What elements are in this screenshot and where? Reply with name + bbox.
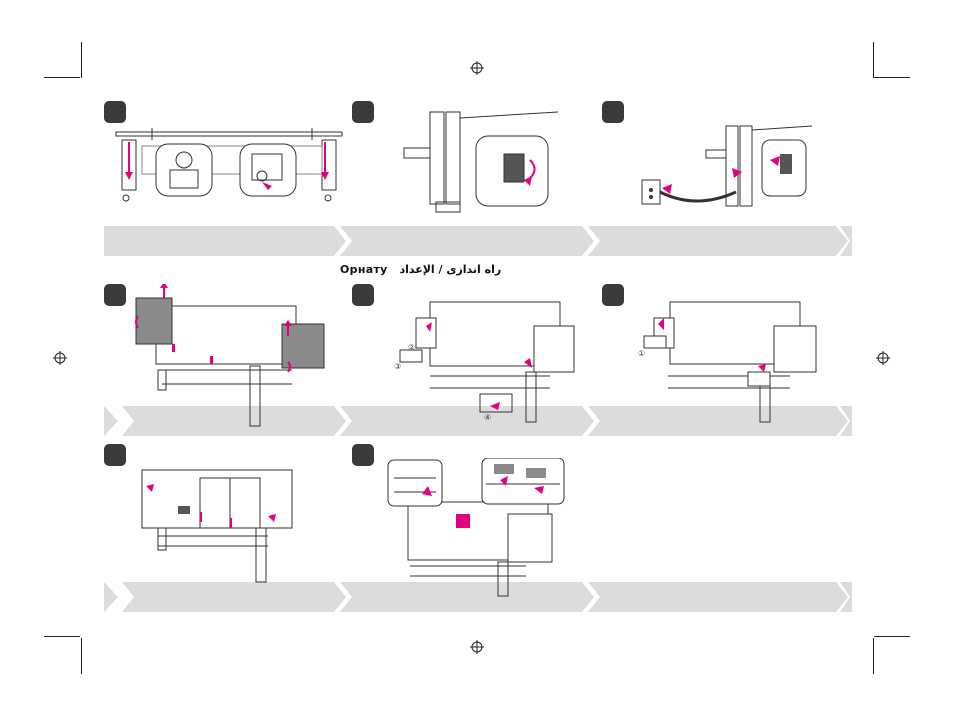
- registration-mark-right: [876, 351, 890, 365]
- step-4-illustration: [132, 284, 328, 432]
- step-badge-4: [104, 284, 126, 306]
- step-6-illustration: [640, 296, 820, 430]
- crop-mark: [874, 636, 910, 637]
- step-8-illustration: [386, 458, 566, 600]
- crop-mark: [81, 638, 82, 674]
- step-5-illustration: [390, 296, 580, 430]
- step-badge-3: [602, 101, 624, 123]
- crop-mark: [44, 636, 80, 637]
- step-3-illustration: [636, 120, 814, 220]
- step-1-illustration: [112, 126, 352, 206]
- registration-mark-top: [470, 61, 484, 75]
- crop-mark: [874, 77, 910, 78]
- callout-2: ②: [408, 343, 415, 352]
- title-arabic: راه اندازی / الإعداد: [399, 263, 501, 276]
- step-badge-8: [352, 444, 374, 466]
- crop-mark: [44, 77, 80, 78]
- title-latin: Орнату: [340, 263, 388, 276]
- callout-3: ③: [394, 362, 401, 371]
- crop-mark: [873, 42, 874, 78]
- step-band-row-1: [104, 226, 852, 256]
- registration-mark-bottom: [470, 640, 484, 654]
- step-7-illustration: [138, 462, 302, 588]
- registration-mark-left: [53, 351, 67, 365]
- crop-mark: [81, 42, 82, 78]
- step-badge-1: [104, 101, 126, 123]
- crop-mark: [873, 638, 874, 674]
- callout-4: ④: [484, 413, 491, 422]
- step-badge-5: [352, 284, 374, 306]
- step-2-illustration: [400, 108, 560, 220]
- step-badge-2: [352, 101, 374, 123]
- callout-1: ①: [638, 349, 645, 358]
- step-badge-7: [104, 444, 126, 466]
- step-badge-6: [602, 284, 624, 306]
- page-title: Орнату راه اندازی / الإعداد: [340, 263, 540, 276]
